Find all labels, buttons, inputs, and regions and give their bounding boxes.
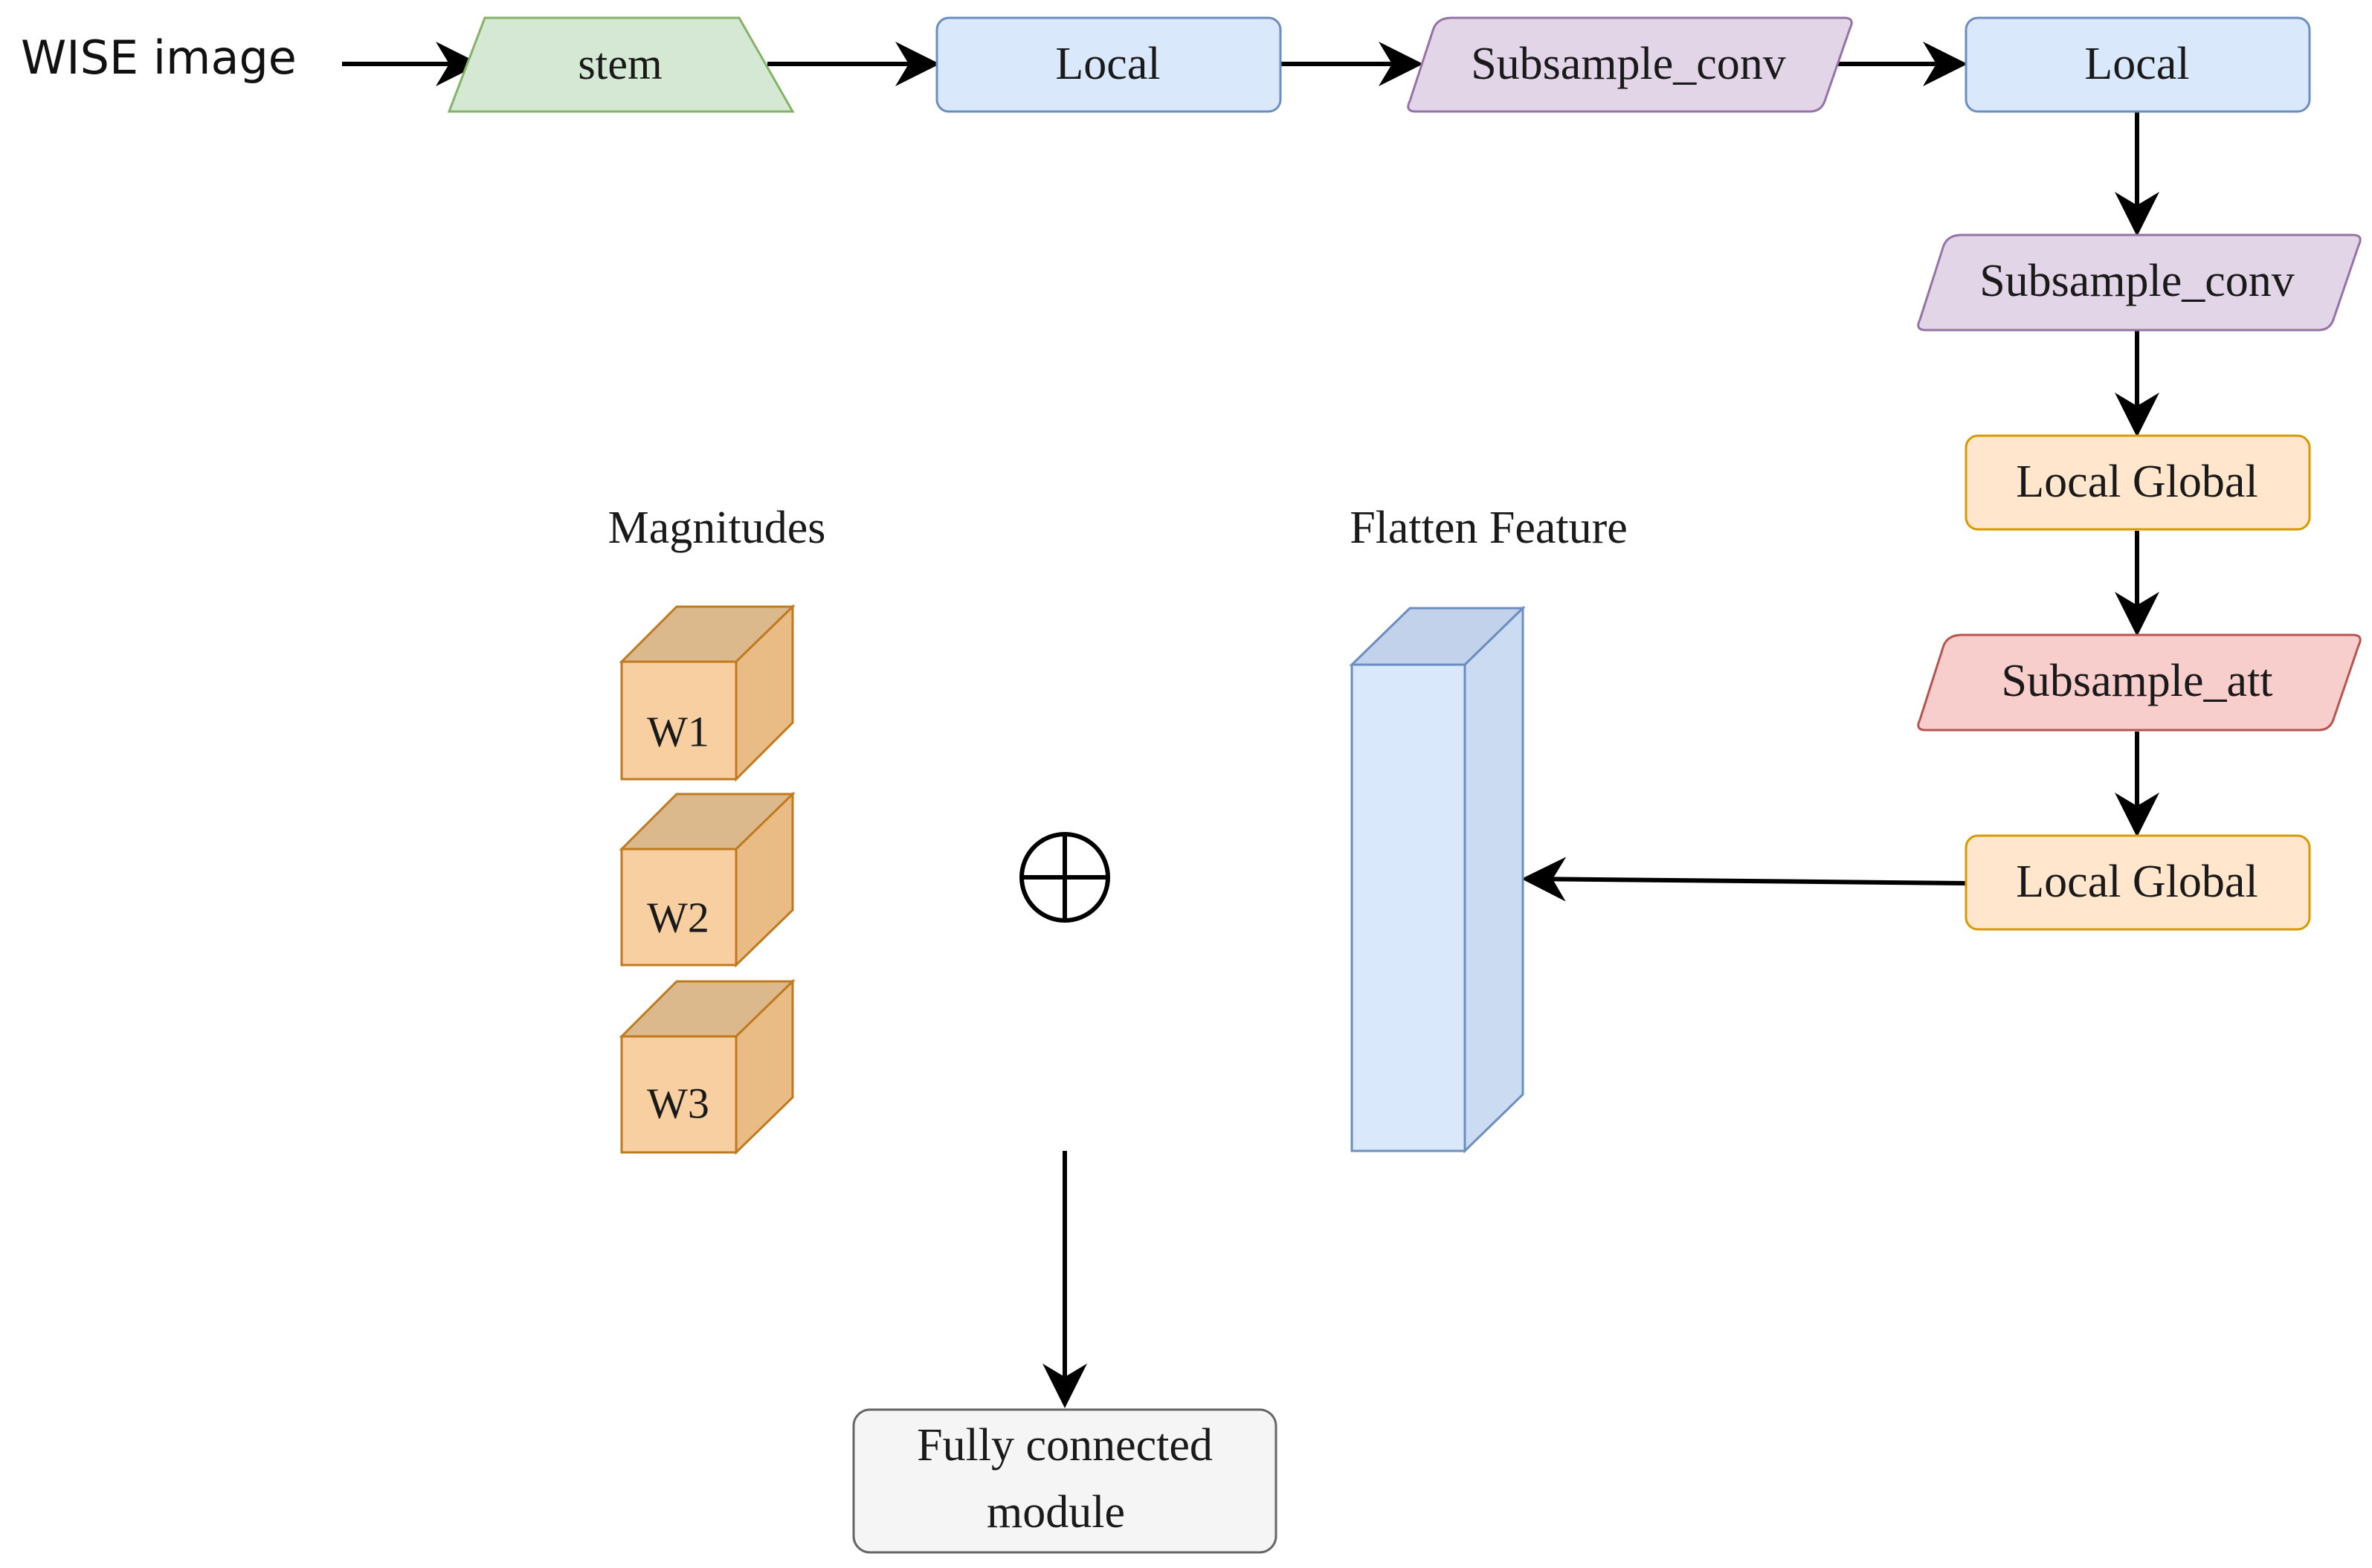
flatten-feature-title: Flatten Feature bbox=[1350, 503, 1628, 553]
node-local-global-1: Local Global bbox=[1965, 434, 2311, 531]
local-2-label: Local bbox=[2084, 39, 2189, 89]
subsample-conv-2-shape bbox=[1917, 233, 2362, 332]
subsample-att-shape bbox=[1917, 633, 2362, 732]
input-label: WISE image bbox=[21, 30, 297, 85]
local-1-label: Local bbox=[1055, 39, 1160, 89]
node-subsample-conv-1: Subsample_conv bbox=[1407, 16, 1853, 113]
local-2-shape bbox=[1965, 16, 2311, 113]
flatten-front bbox=[1350, 663, 1466, 1152]
cube-w3-label: W3 bbox=[647, 1079, 709, 1127]
cube-w1-label: W1 bbox=[647, 707, 709, 755]
cube-w2-front bbox=[620, 848, 738, 967]
stem-shape bbox=[447, 16, 795, 113]
magnitude-cube-w3: W3 bbox=[619, 978, 796, 1155]
node-fully-connected: Fully connected module bbox=[852, 1408, 1277, 1554]
arrow-local-global-to-flatten bbox=[1521, 856, 1967, 902]
cube-w3-front bbox=[620, 1035, 738, 1154]
subsample-conv-2-label: Subsample_conv bbox=[1979, 256, 2295, 306]
subsample-conv-1-label: Subsample_conv bbox=[1471, 39, 1786, 89]
fully-connected-label-line1: Fully connected bbox=[917, 1420, 1213, 1471]
fully-connected-label-line2: module bbox=[987, 1487, 1125, 1538]
fully-connected-shape bbox=[852, 1408, 1277, 1554]
local-global-2-label: Local Global bbox=[2016, 856, 2257, 907]
cube-w1-front bbox=[620, 660, 738, 781]
local-global-1-label: Local Global bbox=[2016, 456, 2257, 507]
local-1-shape bbox=[935, 16, 1282, 113]
node-local-global-2: Local Global bbox=[1965, 834, 2311, 931]
magnitude-cube-w1: W1 bbox=[619, 604, 796, 782]
node-subsample-conv-2: Subsample_conv bbox=[1917, 233, 2362, 332]
node-local-1: Local bbox=[935, 16, 1282, 113]
combine-plus-icon bbox=[1019, 832, 1110, 923]
node-subsample-att: Subsample_att bbox=[1917, 633, 2362, 732]
subsample-att-label: Subsample_att bbox=[2001, 656, 2272, 706]
stem-label: stem bbox=[578, 39, 662, 88]
local-global-2-shape bbox=[1965, 834, 2311, 931]
magnitudes-title: Magnitudes bbox=[608, 503, 826, 553]
node-stem: stem bbox=[447, 16, 795, 113]
node-local-2: Local bbox=[1965, 16, 2311, 113]
connectors bbox=[342, 42, 2159, 1408]
subsample-conv-1-shape bbox=[1407, 16, 1853, 113]
magnitude-cube-w2: W2 bbox=[619, 791, 796, 968]
flatten-side bbox=[1463, 605, 1524, 1154]
cube-w2-label: W2 bbox=[647, 893, 709, 941]
local-global-1-shape bbox=[1965, 434, 2311, 531]
flatten-feature-block bbox=[1349, 605, 1526, 1154]
